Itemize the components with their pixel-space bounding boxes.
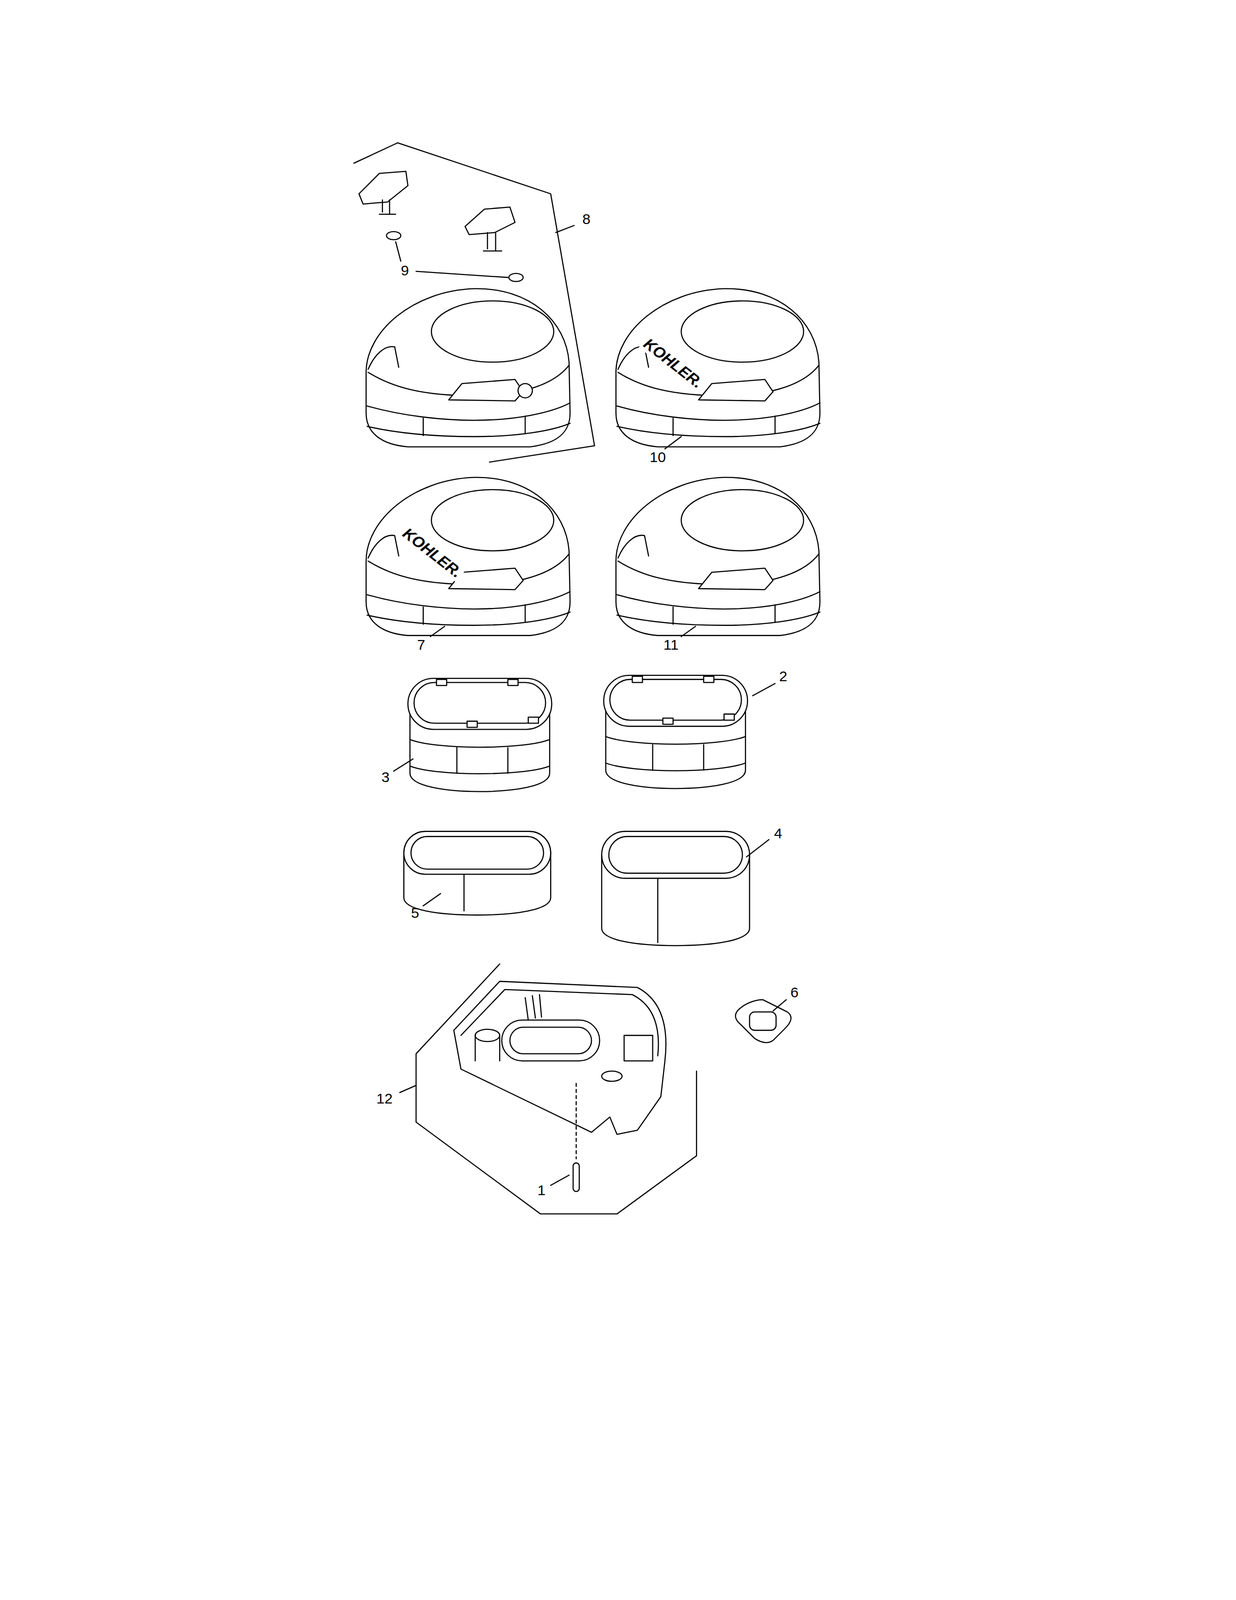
callout-number: 3 bbox=[381, 769, 390, 785]
callout-number: 10 bbox=[649, 449, 666, 465]
callout-number: 9 bbox=[400, 263, 410, 278]
callout-number: 11 bbox=[663, 637, 679, 652]
callout-number: 2 bbox=[778, 668, 788, 684]
callout-number: 1 bbox=[537, 1182, 546, 1198]
callout-number: 7 bbox=[417, 637, 426, 652]
callout-number: 4 bbox=[774, 825, 783, 841]
callout-number: 5 bbox=[411, 905, 420, 920]
callout-number: 8 bbox=[582, 211, 591, 227]
callout-number: 6 bbox=[790, 984, 799, 1000]
callout-number: 12 bbox=[376, 1091, 393, 1106]
